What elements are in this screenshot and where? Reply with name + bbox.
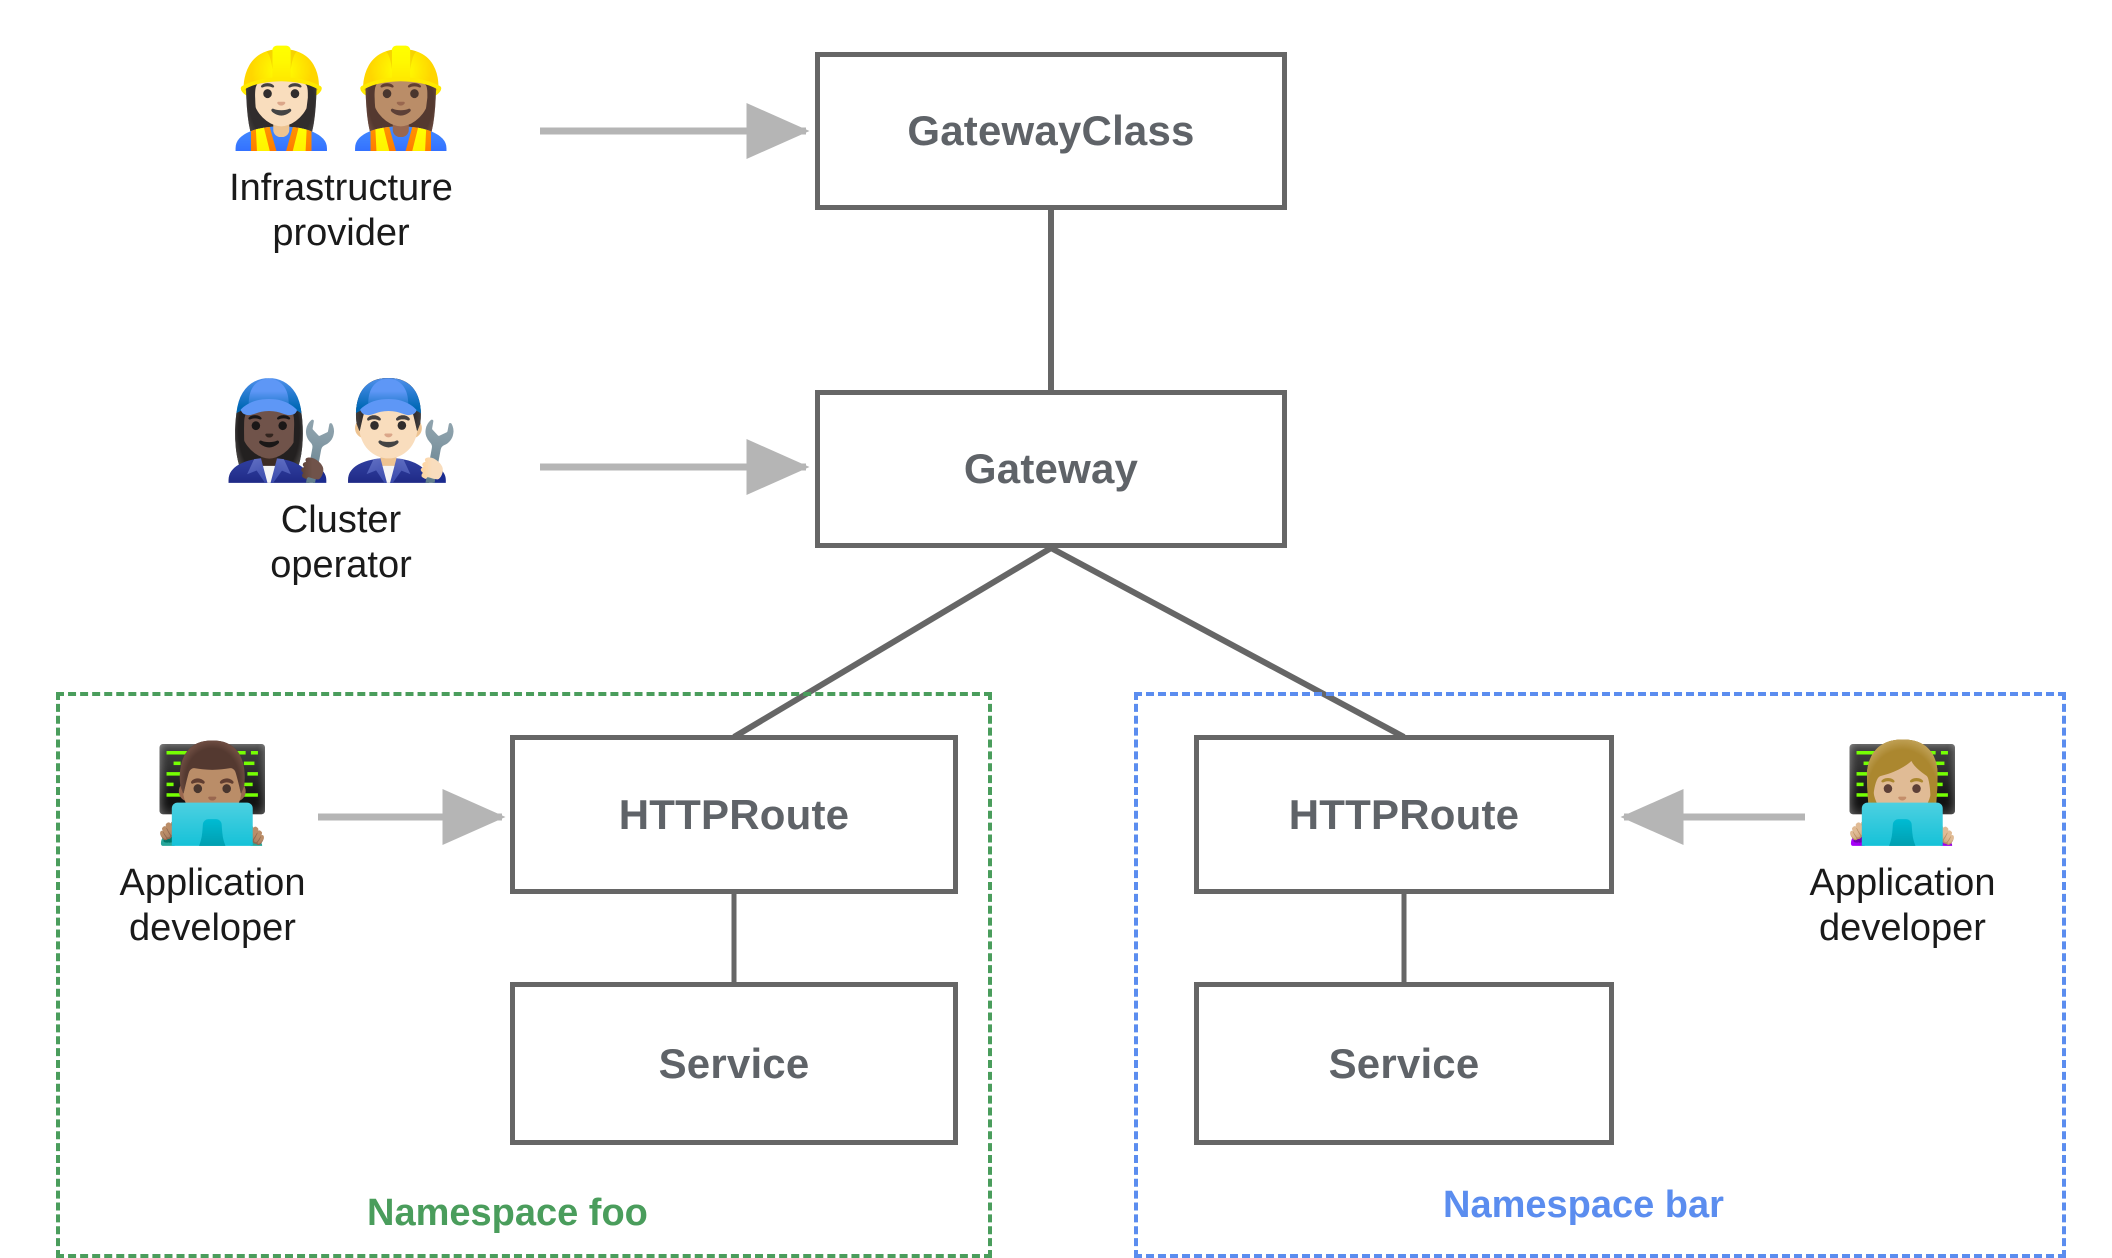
node-service-foo-label: Service: [658, 1039, 810, 1087]
namespace-foo-label: Namespace foo: [367, 1192, 648, 1234]
node-gateway-label: Gateway: [963, 445, 1139, 492]
node-gatewayclass[interactable]: GatewayClass: [815, 52, 1287, 210]
namespace-container-foo: [56, 692, 992, 1258]
man-technologist-icon: 👨🏽‍💻: [152, 737, 273, 849]
persona-cluster-operator-label: Cluster operator: [270, 499, 412, 586]
node-gatewayclass-label: GatewayClass: [907, 107, 1195, 154]
persona-application-developer-bar-label: Application developer: [1809, 862, 1996, 949]
persona-application-developer-foo: 👨🏽‍💻 Application developer: [110, 745, 315, 951]
node-httproute-foo[interactable]: HTTPRoute: [510, 735, 958, 894]
node-service-bar[interactable]: Service: [1194, 982, 1614, 1145]
persona-application-developer-foo-label: Application developer: [119, 862, 306, 949]
node-httproute-bar-label: HTTPRoute: [1288, 790, 1520, 838]
woman-construction-worker-icon: 👷🏻‍♀️👷🏽‍♀️: [221, 42, 461, 154]
node-service-foo[interactable]: Service: [510, 982, 958, 1145]
woman-technologist-icon: 👩🏼‍💻: [1842, 737, 1963, 849]
node-httproute-bar[interactable]: HTTPRoute: [1194, 735, 1614, 894]
namespace-bar-label: Namespace bar: [1443, 1184, 1724, 1226]
node-gateway[interactable]: Gateway: [815, 390, 1287, 548]
persona-cluster-operator: 👩🏿‍🔧👨🏻‍🔧 Cluster operator: [196, 382, 486, 588]
node-service-bar-label: Service: [1328, 1039, 1480, 1087]
persona-infrastructure-provider: 👷🏻‍♀️👷🏽‍♀️ Infrastructure provider: [196, 50, 486, 256]
persona-infrastructure-provider-label: Infrastructure provider: [229, 167, 453, 254]
persona-application-developer-bar: 👩🏼‍💻 Application developer: [1800, 745, 2005, 951]
mechanic-icon: 👩🏿‍🔧👨🏻‍🔧: [221, 374, 461, 486]
namespace-container-bar: [1134, 692, 2066, 1258]
node-httproute-foo-label: HTTPRoute: [618, 790, 850, 838]
